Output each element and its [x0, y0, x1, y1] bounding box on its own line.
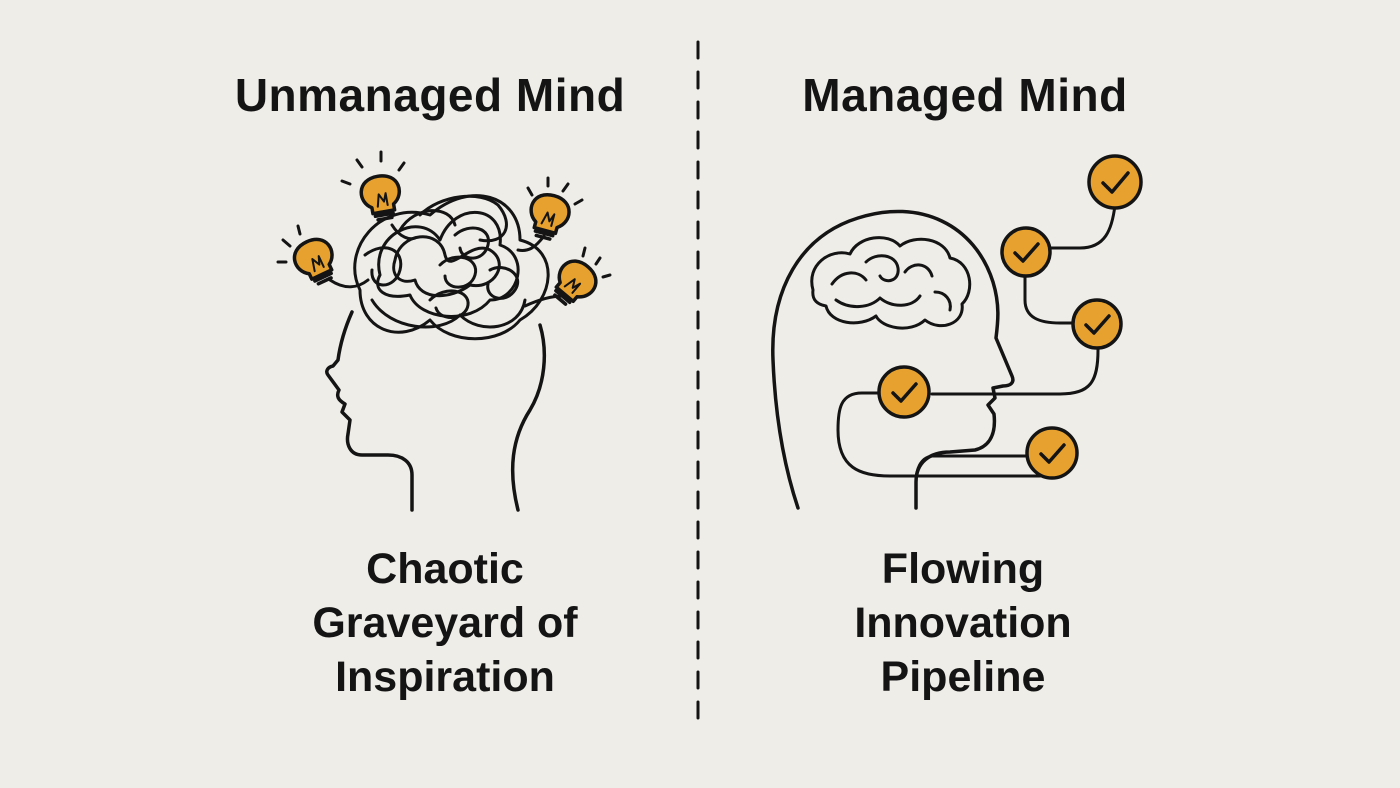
caption-line: Inspiration	[335, 653, 555, 701]
checkmark-circle-icon	[1025, 426, 1079, 480]
bulb-wires	[328, 223, 565, 308]
checkmark-circle-icon	[1087, 154, 1143, 210]
managed-mind-title: Managed Mind	[802, 69, 1128, 121]
pipeline-connectors	[836, 203, 1117, 484]
checkmark-circle-icon	[1071, 298, 1123, 350]
caption-line: Innovation	[854, 599, 1072, 647]
caption-line: Chaotic	[366, 545, 524, 593]
lightbulb-icon	[276, 224, 334, 286]
caption-line: Pipeline	[880, 653, 1046, 701]
brain-icon	[810, 236, 972, 330]
right-head-silhouette-icon	[771, 209, 1015, 510]
caption-line: Graveyard of	[312, 599, 578, 647]
checkmark-circle-icon	[877, 365, 931, 419]
managed-mind-caption: Flowing Innovation Pipeline	[683, 542, 1243, 704]
lightbulb-icon	[526, 176, 584, 241]
lightbulb-icon	[553, 246, 612, 306]
lightbulb-icon	[340, 150, 406, 222]
tangled-scribble-icon	[353, 194, 550, 341]
unmanaged-mind-caption: Chaotic Graveyard of Inspiration	[165, 542, 725, 704]
left-head-silhouette-icon	[325, 310, 547, 512]
unmanaged-mind-title: Unmanaged Mind	[234, 69, 626, 121]
checkmark-circle-icon	[1000, 226, 1052, 278]
caption-line: Flowing	[881, 545, 1045, 593]
